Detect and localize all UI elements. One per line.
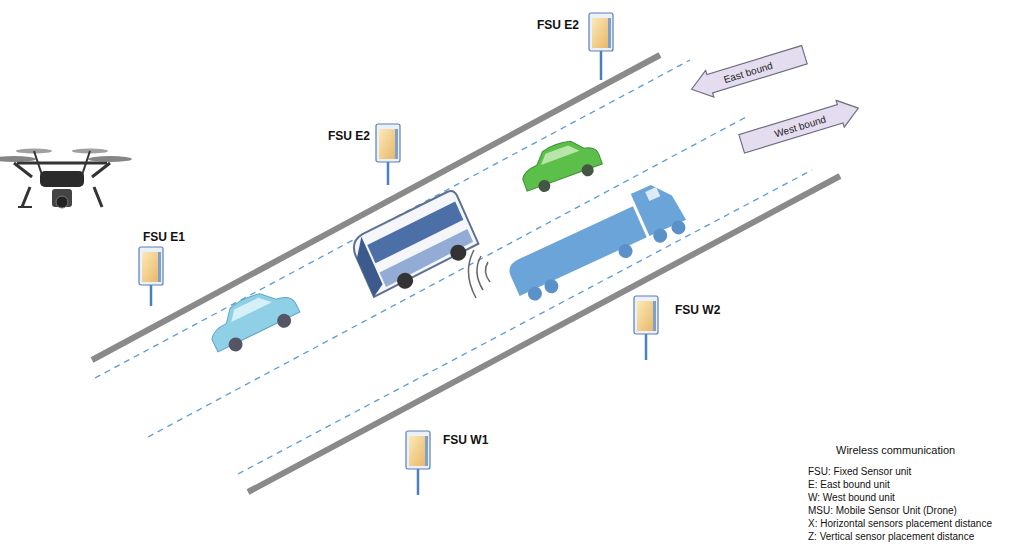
legend-note: Z: Vertical sensor placement distance <box>808 531 974 542</box>
sensor-label: FSU E2 <box>537 18 579 32</box>
lane-marking <box>148 116 748 437</box>
road-edge <box>248 176 840 492</box>
sensor-icon <box>588 12 614 82</box>
legend-heading: Wireless communication <box>836 444 955 456</box>
direction-arrow: East bound <box>686 40 810 104</box>
sensor-icon <box>633 295 659 362</box>
sensor-icon <box>405 430 431 497</box>
legend-note: X: Horizontal sensors placement distance <box>808 518 992 529</box>
fixed-sensor-unit: FSU E2 <box>537 12 614 82</box>
sensor-label: FSU W1 <box>443 433 488 447</box>
fixed-sensor-unit: FSU E2 <box>328 123 401 187</box>
sensor-icon <box>375 123 401 187</box>
legend-note: FSU: Fixed Sensor unit <box>808 466 911 477</box>
drone <box>0 149 132 209</box>
fixed-sensor-unit: FSU W1 <box>405 430 489 497</box>
legend-note: E: East bound unit <box>808 479 890 490</box>
direction-arrow: West bound <box>736 94 863 159</box>
bus <box>347 189 483 302</box>
lane-marking <box>238 170 812 474</box>
sensor-label: FSU E2 <box>328 129 370 143</box>
truck <box>500 178 691 306</box>
fixed-sensor-unit: FSU W2 <box>633 295 721 362</box>
legend-note: MSU: Mobile Sensor Unit (Drone) <box>808 505 957 516</box>
sensor-label: FSU W2 <box>675 303 720 317</box>
car <box>516 132 605 198</box>
sensor-label: FSU E1 <box>143 230 185 244</box>
legend-note: W: West bound unit <box>808 492 895 503</box>
sensor-icon <box>138 246 164 308</box>
wireless-waves <box>468 250 490 298</box>
fixed-sensor-unit: FSU E1 <box>138 230 186 308</box>
car <box>202 280 303 359</box>
lane-marking <box>95 60 690 378</box>
